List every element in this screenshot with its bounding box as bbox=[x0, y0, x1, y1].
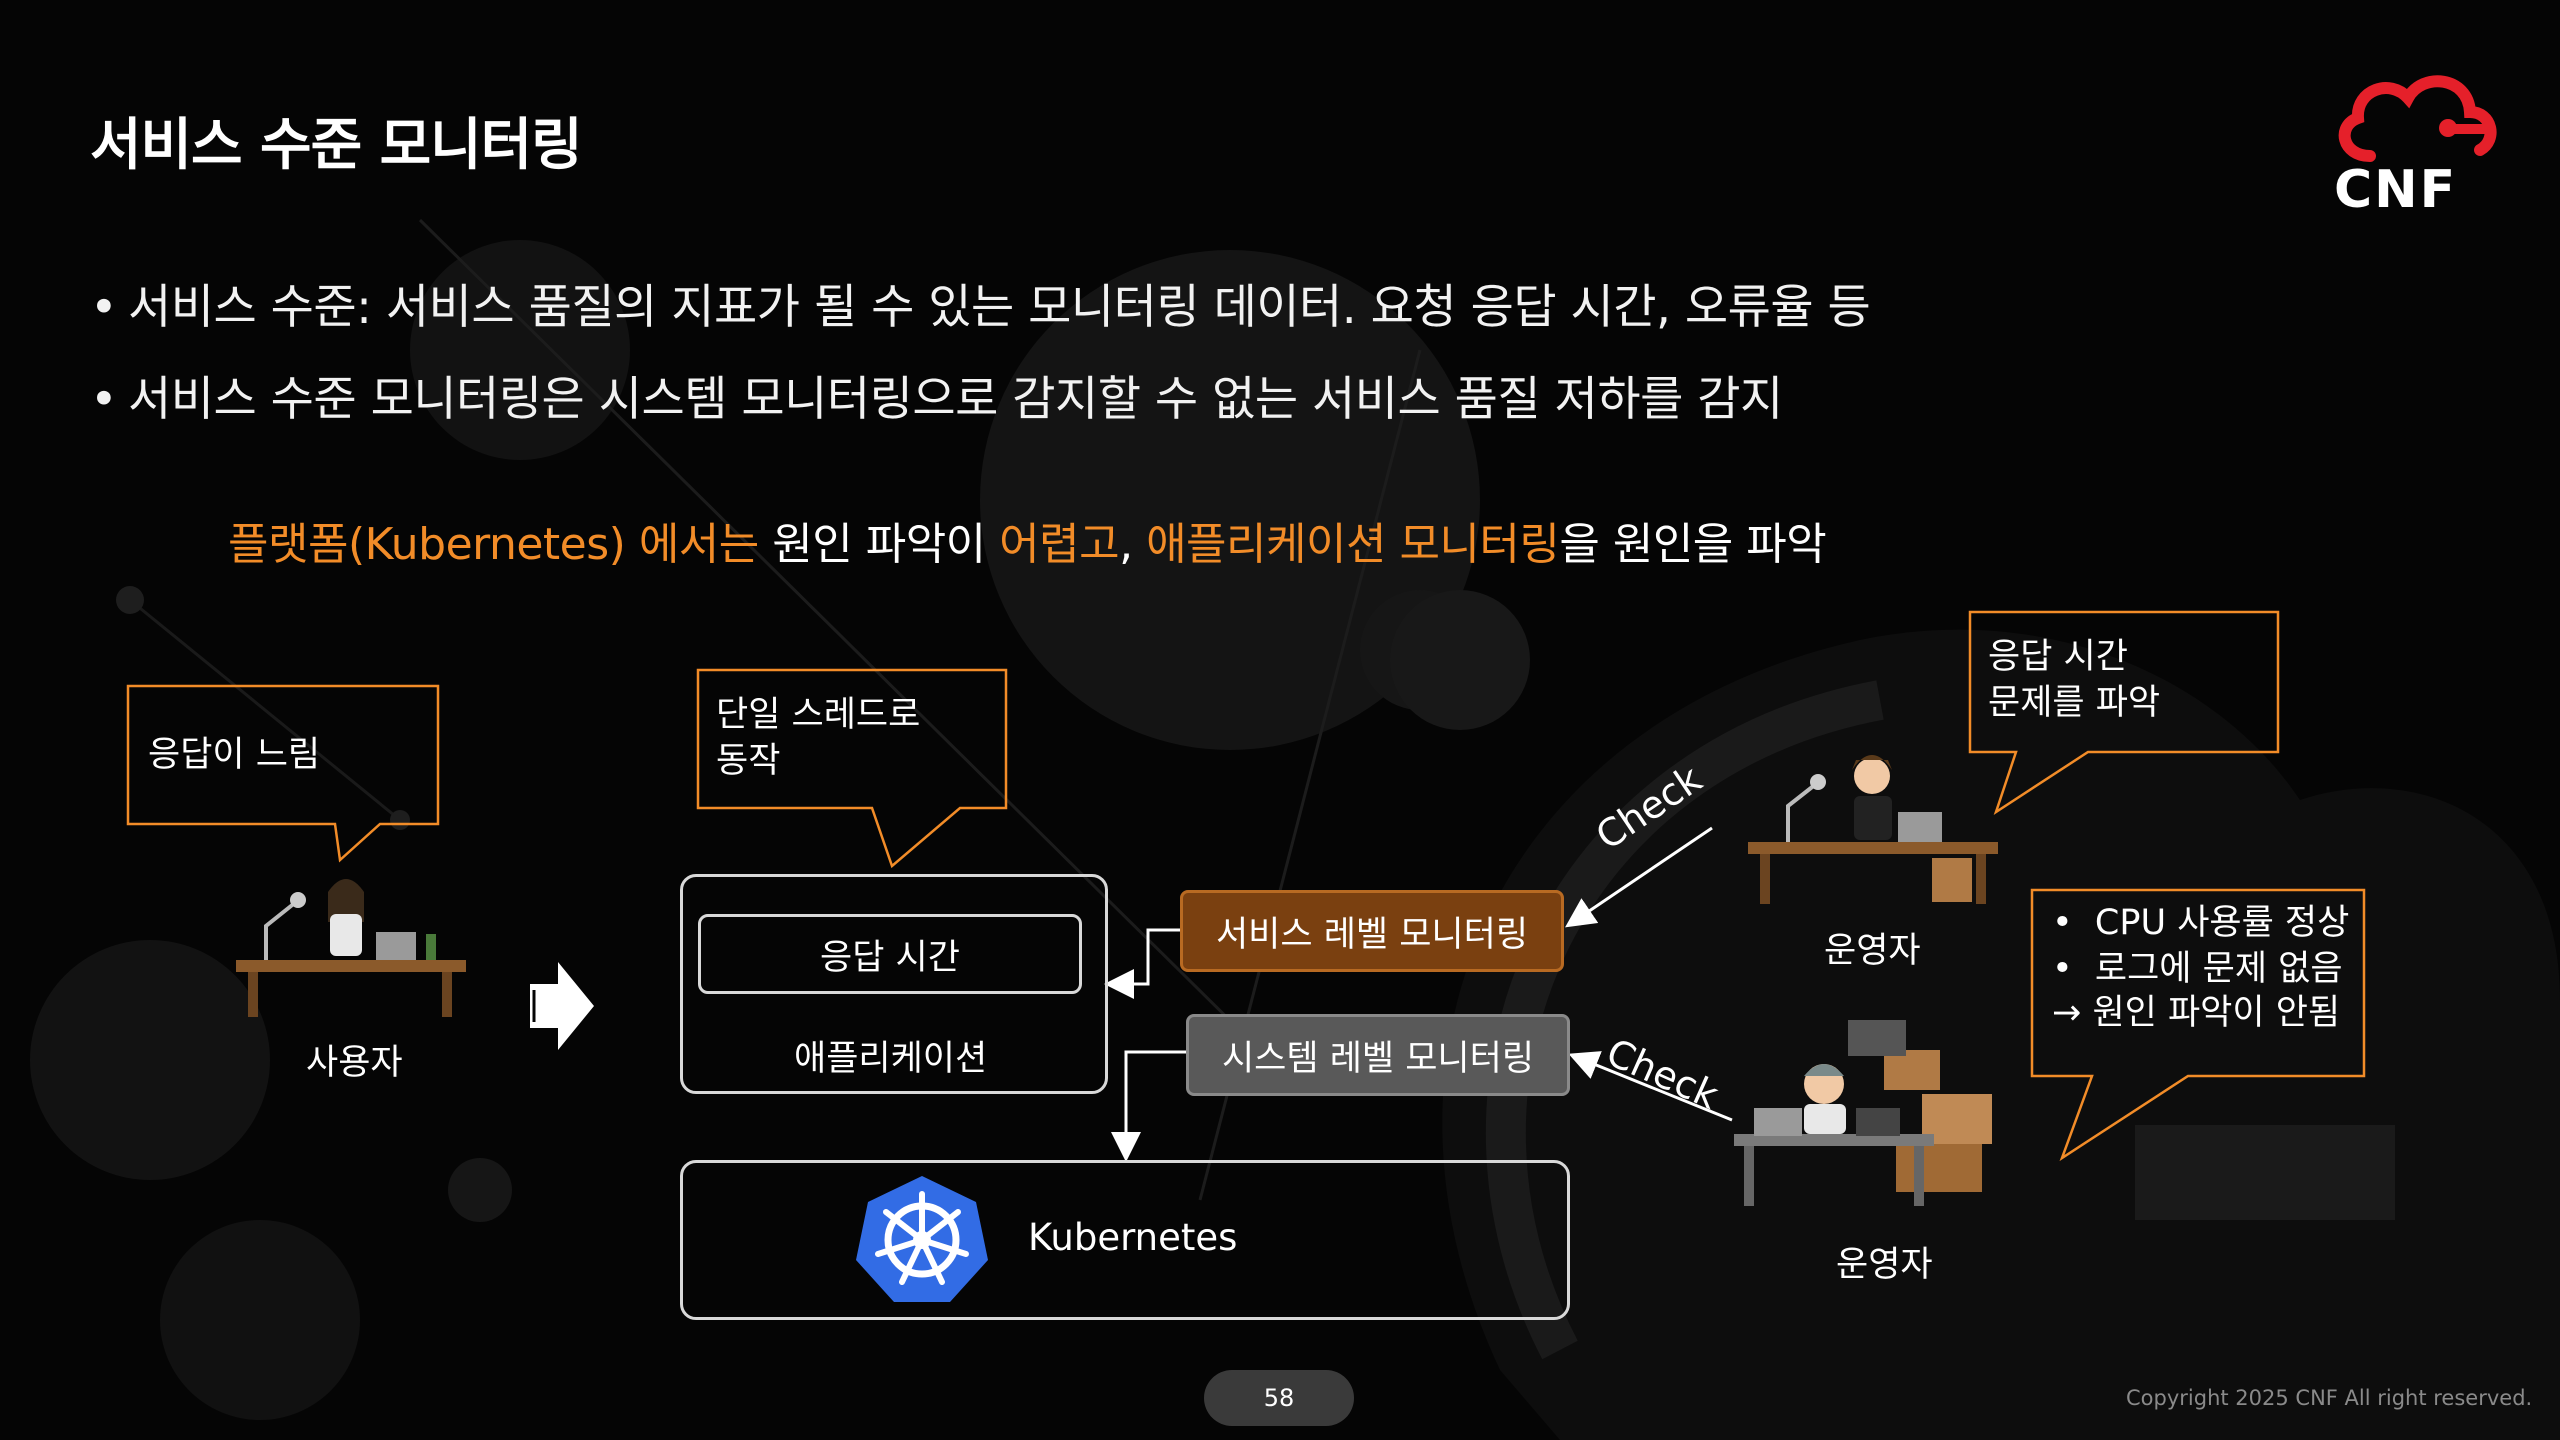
operator-label-bottom: 운영자 bbox=[1836, 1245, 1933, 1285]
copyright-text: Copyright 2025 CNF All right reserved. bbox=[2126, 1386, 2533, 1410]
highlight-app-monitoring: 애플리케이션 모니터링 bbox=[1146, 519, 1560, 570]
flow-arrow-icon bbox=[530, 962, 594, 1050]
kubernetes-label: Kubernetes bbox=[1028, 1216, 1238, 1259]
operator-label-top: 운영자 bbox=[1824, 931, 1921, 971]
bullet-dot: • bbox=[90, 280, 118, 335]
page-number-badge: 58 bbox=[1204, 1370, 1354, 1426]
user-label: 사용자 bbox=[306, 1043, 403, 1083]
system-to-k8s-arrow bbox=[1111, 1050, 1186, 1162]
operator-at-desk-illustration bbox=[1748, 755, 1998, 904]
application-box bbox=[680, 874, 1108, 1094]
page-title: 서비스 수준 모니터링 bbox=[90, 113, 583, 178]
bullet-item-1: •서비스 수준: 서비스 품질의 지표가 될 수 있는 모니터링 데이터. 요청… bbox=[90, 268, 1871, 337]
highlight-text-c: 을 원인을 파악 bbox=[1559, 519, 1827, 570]
cnf-logo: CNF bbox=[2330, 68, 2500, 220]
user-callout-outline bbox=[126, 684, 440, 863]
check-arrow-bottom bbox=[1568, 1051, 1733, 1122]
highlight-platform: 플랫폼(Kubernetes) 에서는 bbox=[228, 519, 759, 570]
service-to-app-arrow bbox=[1104, 928, 1180, 999]
bullet-item-2: •서비스 수준 모니터링은 시스템 모니터링으로 감지할 수 없는 서비스 품질… bbox=[90, 360, 1783, 429]
operator-callout-outline bbox=[1968, 610, 2280, 816]
thread-callout-line-1: 단일 스레드로 bbox=[716, 695, 921, 735]
cloud-icon bbox=[2338, 75, 2497, 162]
highlight-text-b: , bbox=[1119, 519, 1147, 570]
kubernetes-box bbox=[680, 1160, 1570, 1320]
thread-callout-line-2: 동작 bbox=[716, 741, 781, 781]
kubernetes-icon bbox=[856, 1176, 988, 1302]
bullet-dot: • bbox=[90, 372, 118, 427]
bullet-text-1: 서비스 수준: 서비스 품질의 지표가 될 수 있는 모니터링 데이터. 요청 … bbox=[128, 280, 1871, 335]
bullet-text-2: 서비스 수준 모니터링은 시스템 모니터링으로 감지할 수 없는 서비스 품질 … bbox=[128, 372, 1783, 427]
user-at-desk-illustration bbox=[236, 879, 466, 1017]
operator-callout-line-1: 응답 시간 bbox=[1988, 637, 2128, 677]
highlight-statement: 플랫폼(Kubernetes) 에서는 원인 파악이 어렵고, 애플리케이션 모… bbox=[228, 508, 1827, 572]
service-level-monitoring-box: 서비스 레벨 모니터링 bbox=[1180, 890, 1564, 972]
status-line-3: → 원인 파악이 안됨 bbox=[2052, 993, 2341, 1033]
status-callout-outline bbox=[2030, 888, 2366, 1162]
system-level-monitoring-box: 시스템 레벨 모니터링 bbox=[1186, 1014, 1570, 1096]
logo-text: CNF bbox=[2334, 160, 2458, 220]
highlight-difficult: 어렵고 bbox=[999, 519, 1120, 570]
user-callout-text: 응답이 느림 bbox=[148, 735, 321, 775]
status-line-2: • 로그에 문제 없음 bbox=[2052, 949, 2343, 989]
check-arrow-top bbox=[1565, 826, 1713, 928]
busy-operator-illustration bbox=[1734, 1020, 1992, 1206]
response-time-box: 응답 시간 bbox=[698, 914, 1082, 994]
highlight-text-a: 원인 파악이 bbox=[758, 519, 1000, 570]
operator-callout-line-2: 문제를 파악 bbox=[1988, 683, 2161, 723]
thread-callout-outline bbox=[696, 668, 1008, 869]
application-label: 애플리케이션 bbox=[794, 1039, 988, 1079]
status-line-1: • CPU 사용률 정상 bbox=[2052, 903, 2350, 943]
